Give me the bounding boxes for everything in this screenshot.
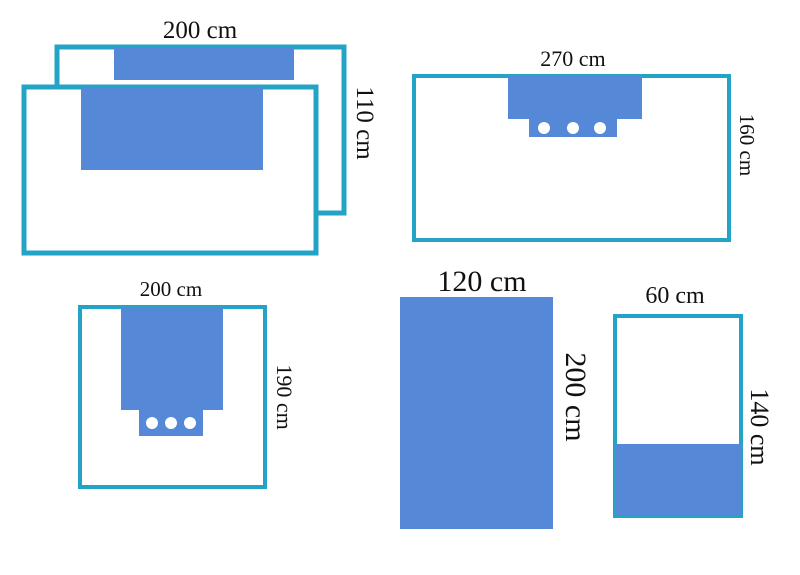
hole-3: [184, 417, 196, 429]
hole-3: [594, 122, 606, 134]
hole-1: [538, 122, 550, 134]
back-drape-panel: [114, 47, 294, 80]
wide-drape-height-label: 160 cm: [735, 114, 759, 176]
square-drape-panel: [121, 307, 223, 410]
double-drape-height-label: 110 cm: [351, 86, 378, 160]
solid-sheet-width-label: 120 cm: [437, 265, 526, 298]
square-drape-width-label: 200 cm: [140, 277, 202, 301]
solid-sheet-height-label: 200 cm: [559, 352, 592, 441]
double-drape-width-label: 200 cm: [163, 17, 238, 44]
drape-square: 200 cm 190 cm: [78, 277, 297, 489]
half-drape-width-label: 60 cm: [645, 283, 705, 309]
drape-double: 200 cm 110 cm: [21, 17, 378, 256]
hole-2: [165, 417, 177, 429]
wide-drape-panel: [508, 76, 642, 119]
drape-solid-sheet: 120 cm 200 cm: [400, 265, 592, 529]
solid-sheet-panel: [400, 297, 553, 529]
drape-half: 60 cm 140 cm: [613, 283, 774, 518]
half-drape-height-label: 140 cm: [745, 388, 774, 465]
hole-1: [146, 417, 158, 429]
half-drape-panel: [615, 444, 741, 516]
wide-drape-width-label: 270 cm: [540, 46, 605, 71]
front-drape-panel: [81, 87, 263, 170]
square-drape-height-label: 190 cm: [272, 364, 297, 429]
drape-wide: 270 cm 160 cm: [412, 46, 759, 242]
hole-2: [567, 122, 579, 134]
